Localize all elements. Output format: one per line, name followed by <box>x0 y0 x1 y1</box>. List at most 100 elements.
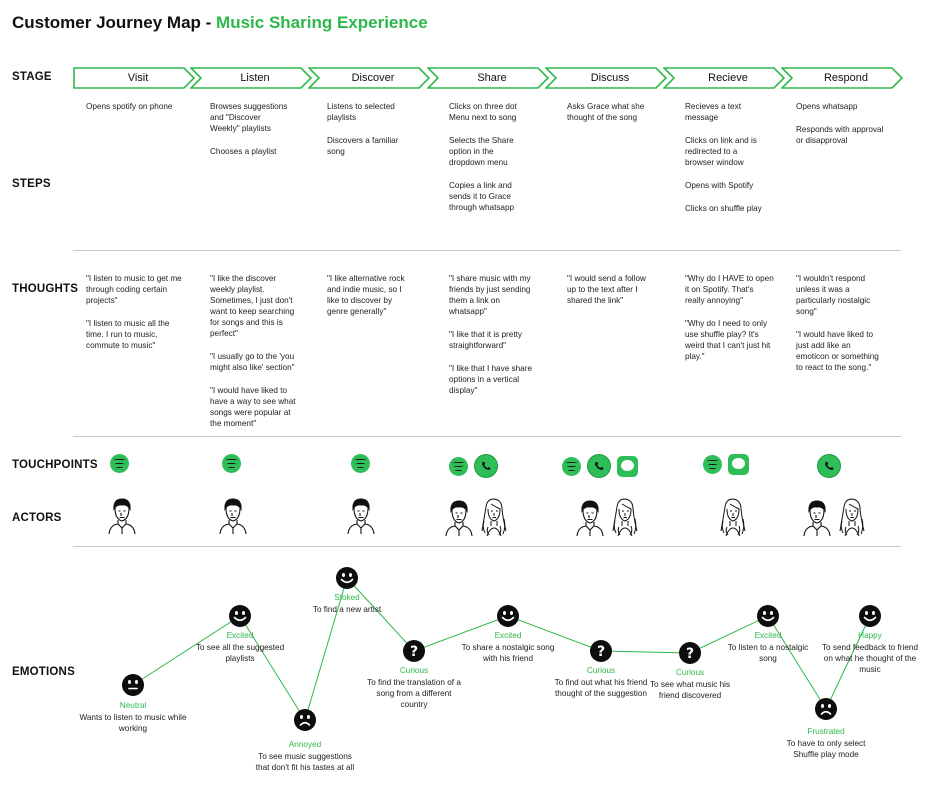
stage-label: Respond <box>823 72 869 84</box>
thoughts-cell: "I share music with my friends by just s… <box>449 273 535 408</box>
thought-quote: "I like alternative rock and indie music… <box>327 274 405 316</box>
touchpoint-group <box>817 454 847 478</box>
stage-recieve: Recieve <box>663 67 785 89</box>
emotion-label: Happy <box>858 631 882 640</box>
chevron-shape <box>427 67 549 89</box>
page-title: Customer Journey Map - Music Sharing Exp… <box>12 13 428 33</box>
actor-group <box>344 497 380 540</box>
actor-group <box>800 497 868 542</box>
step-text: Opens whatsapp <box>796 102 858 111</box>
actor-group <box>442 497 510 542</box>
emotion-label: Curious <box>586 666 616 675</box>
thoughts-cell: "I like alternative rock and indie music… <box>327 273 415 329</box>
spotify-icon <box>562 456 581 476</box>
spotify-icon <box>703 455 722 474</box>
thought-quote: "I listen to music to get me through cod… <box>86 274 182 305</box>
touchpoint-group <box>449 454 504 478</box>
imessage-icon <box>617 455 638 477</box>
man-avatar <box>105 497 139 540</box>
emotion-description: To share a nostalgic song with his frien… <box>461 643 555 663</box>
step-text: Asks Grace what she thought of the song <box>567 102 645 122</box>
svg-text:?: ? <box>597 644 605 660</box>
imessage-icon <box>728 454 749 475</box>
actor-group <box>105 497 141 540</box>
stage-label: Discuss <box>590 72 630 84</box>
woman-avatar <box>717 497 747 542</box>
stage-row-label: STAGE <box>12 71 52 83</box>
stage-visit: Visit <box>73 67 195 89</box>
man-avatar <box>216 497 250 540</box>
emotion-description: To have to only select Shuffle play mode <box>786 739 866 759</box>
step-text: Clicks on three dot Menu next to song <box>449 102 517 122</box>
thought-quote: "I like that it is pretty straightforwar… <box>449 330 522 350</box>
woman-illustration <box>612 498 638 537</box>
man-illustration <box>576 500 604 537</box>
touchpoint-group <box>703 454 755 475</box>
emotion-label: Curious <box>675 668 705 677</box>
step-text: Listens to selected playlists <box>327 102 395 122</box>
emotion-label: Annoyed <box>288 740 322 749</box>
stage-label: Recieve <box>708 72 748 84</box>
thought-quote: "I would have liked to just add like an … <box>796 330 879 372</box>
woman-avatar <box>836 497 866 542</box>
emotion-label: Excited <box>226 631 254 640</box>
thoughts-cell: "I listen to music to get me through cod… <box>86 273 188 363</box>
touchpoint-group <box>222 454 247 473</box>
emotion-happy-icon <box>229 605 251 632</box>
title-prefix: Customer Journey Map - <box>12 13 217 32</box>
step-text: Opens spotify on phone <box>86 102 173 111</box>
thought-quote: "I would send a follow up to the text af… <box>567 274 646 305</box>
step-text: Clicks on shuffle play <box>685 204 762 213</box>
thought-quote: "I wouldn't respond unless it was a part… <box>796 274 871 316</box>
stage-label: Discover <box>351 72 395 84</box>
divider <box>73 546 901 547</box>
woman-illustration <box>720 498 746 537</box>
thoughts-cell: "I would send a follow up to the text af… <box>567 273 655 318</box>
stage-label: Share <box>477 72 507 84</box>
stage-discuss: Discuss <box>545 67 667 89</box>
chevron-shape <box>73 67 195 89</box>
chevron-shape <box>308 67 430 89</box>
whatsapp-icon <box>474 454 498 478</box>
thoughts-row-label: THOUGHTS <box>12 283 79 295</box>
step-text: Opens with Spotify <box>685 181 754 190</box>
emotion-question-icon: ? <box>679 642 701 669</box>
steps-cell: Opens spotify on phone <box>86 101 178 124</box>
emotion-question-icon: ? <box>590 640 612 667</box>
emotion-connector <box>600 650 691 654</box>
emotion-description: To listen to a nostalgic song <box>727 643 809 663</box>
emotion-neutral-icon <box>122 674 144 701</box>
divider <box>73 250 901 251</box>
man-avatar <box>442 499 476 542</box>
thoughts-cell: "I wouldn't respond unless it was a part… <box>796 273 886 385</box>
step-text: Browses suggestions and "Discover Weekly… <box>210 102 288 133</box>
step-text: Recieves a text message <box>685 102 741 122</box>
spotify-icon <box>449 456 468 476</box>
stage-respond: Respond <box>781 67 903 89</box>
thought-quote: "I share music with my friends by just s… <box>449 274 531 316</box>
touchpoint-group <box>562 454 644 478</box>
chevron-shape <box>190 67 312 89</box>
emotion-label: Neutral <box>119 701 147 710</box>
woman-illustration <box>839 498 865 537</box>
emotion-happy-icon <box>859 605 881 632</box>
touchpoint-group <box>351 454 376 473</box>
man-avatar <box>573 499 607 542</box>
stage-listen: Listen <box>190 67 312 89</box>
emotion-sad-icon <box>294 709 316 736</box>
stage-label: Visit <box>127 72 149 84</box>
emotion-description: To see music suggestions that don't fit … <box>255 752 355 772</box>
stage-discover: Discover <box>308 67 430 89</box>
actor-group <box>573 497 641 542</box>
emotion-description: Wants to listen to music while working <box>79 713 187 733</box>
step-text: Clicks on link and is redirected to a br… <box>685 136 757 167</box>
emotion-label: Excited <box>754 631 782 640</box>
emotion-happy-icon <box>336 567 358 594</box>
spotify-icon <box>222 454 241 473</box>
emotion-description: To find out what his friend thought of t… <box>554 678 648 698</box>
step-text: Responds with approval or disapproval <box>796 125 884 145</box>
man-illustration <box>445 500 473 537</box>
